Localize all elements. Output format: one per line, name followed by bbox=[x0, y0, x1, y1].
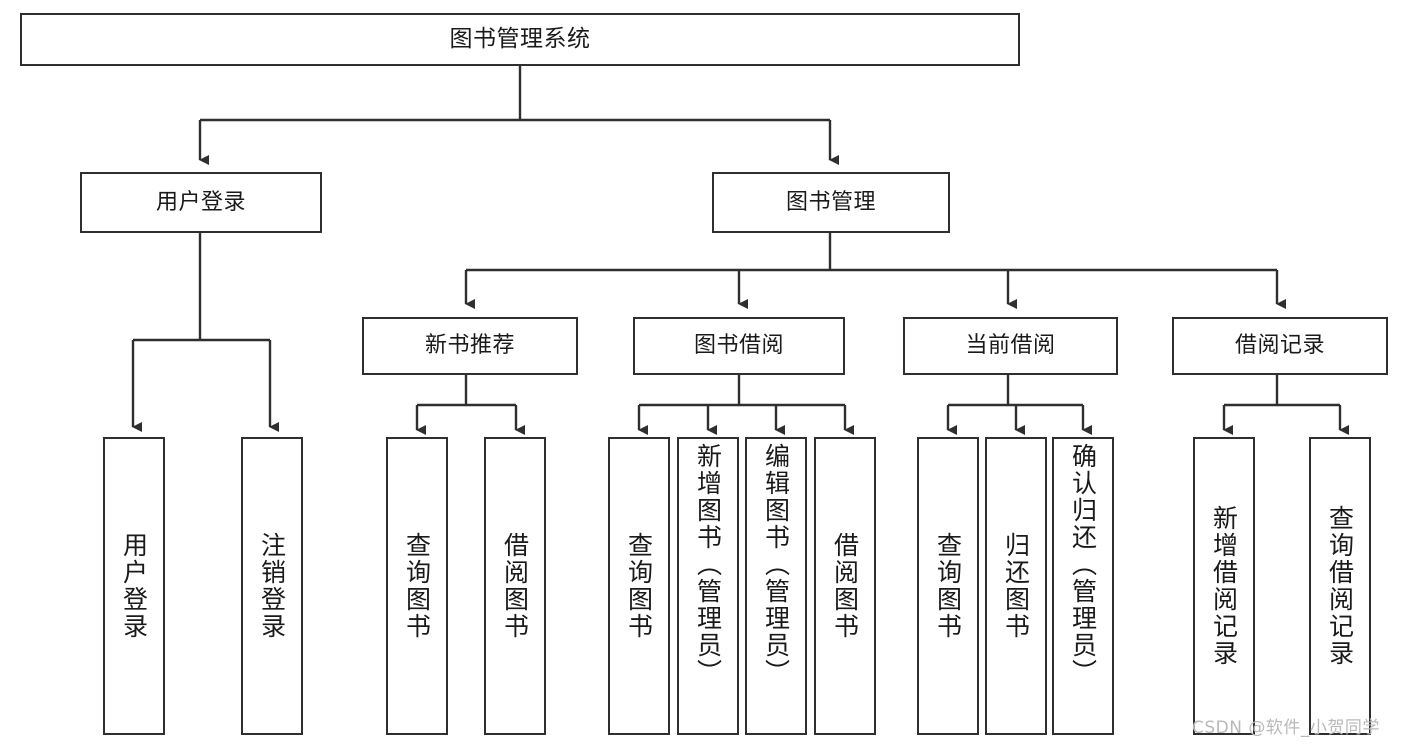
node-leaf-edit-book-admin[interactable]: 编辑图书（管理员） bbox=[745, 437, 807, 735]
node-borrow-record[interactable]: 借阅记录 bbox=[1172, 317, 1388, 375]
node-leaf-confirm-return-admin-label: 确认归还（管理员） bbox=[1068, 443, 1098, 686]
node-leaf-return-book-label: 归还图书 bbox=[1001, 532, 1031, 640]
node-leaf-user-login[interactable]: 用户登录 bbox=[103, 437, 165, 735]
node-book-manage-label: 图书管理 bbox=[785, 189, 876, 215]
node-new-book-recommend-label: 新书推荐 bbox=[424, 333, 515, 359]
node-root-label: 图书管理系统 bbox=[449, 26, 591, 53]
node-leaf-query-book-2[interactable]: 查询图书 bbox=[608, 437, 670, 735]
node-leaf-borrow-book-1-label: 借阅图书 bbox=[500, 532, 530, 640]
node-book-manage[interactable]: 图书管理 bbox=[712, 172, 950, 233]
node-leaf-add-borrow-record[interactable]: 新增借阅记录 bbox=[1193, 437, 1255, 735]
node-leaf-edit-book-admin-label: 编辑图书（管理员） bbox=[761, 443, 791, 686]
node-current-borrow-label: 当前借阅 bbox=[965, 333, 1056, 359]
node-user-login[interactable]: 用户登录 bbox=[80, 172, 322, 233]
node-borrow-record-label: 借阅记录 bbox=[1234, 333, 1325, 359]
node-leaf-borrow-book-2[interactable]: 借阅图书 bbox=[814, 437, 876, 735]
node-leaf-query-book-1[interactable]: 查询图书 bbox=[386, 437, 448, 735]
node-leaf-add-borrow-record-label: 新增借阅记录 bbox=[1209, 505, 1239, 667]
node-leaf-return-book[interactable]: 归还图书 bbox=[985, 437, 1047, 735]
node-leaf-query-borrow-record-label: 查询借阅记录 bbox=[1325, 505, 1355, 667]
node-leaf-borrow-book-1[interactable]: 借阅图书 bbox=[484, 437, 546, 735]
node-root[interactable]: 图书管理系统 bbox=[20, 13, 1020, 66]
node-leaf-query-book-2-label: 查询图书 bbox=[624, 532, 654, 640]
node-leaf-add-book-admin[interactable]: 新增图书（管理员） bbox=[677, 437, 739, 735]
node-leaf-add-book-admin-label: 新增图书（管理员） bbox=[693, 443, 723, 686]
node-leaf-logout-login[interactable]: 注销登录 bbox=[241, 437, 303, 735]
node-leaf-borrow-book-2-label: 借阅图书 bbox=[830, 532, 860, 640]
node-user-login-label: 用户登录 bbox=[155, 189, 246, 215]
node-leaf-query-book-3[interactable]: 查询图书 bbox=[917, 437, 979, 735]
csdn-watermark: CSDN @软件_小贺同学 bbox=[1192, 718, 1380, 738]
node-leaf-logout-login-label: 注销登录 bbox=[257, 532, 287, 640]
node-leaf-query-book-1-label: 查询图书 bbox=[402, 532, 432, 640]
node-current-borrow[interactable]: 当前借阅 bbox=[903, 317, 1118, 375]
node-new-book-recommend[interactable]: 新书推荐 bbox=[362, 317, 578, 375]
node-leaf-query-book-3-label: 查询图书 bbox=[933, 532, 963, 640]
node-book-borrow-label: 图书借阅 bbox=[693, 333, 784, 359]
node-leaf-confirm-return-admin[interactable]: 确认归还（管理员） bbox=[1052, 437, 1114, 735]
node-leaf-user-login-label: 用户登录 bbox=[119, 532, 149, 640]
node-book-borrow[interactable]: 图书借阅 bbox=[633, 317, 845, 375]
node-leaf-query-borrow-record[interactable]: 查询借阅记录 bbox=[1309, 437, 1371, 735]
